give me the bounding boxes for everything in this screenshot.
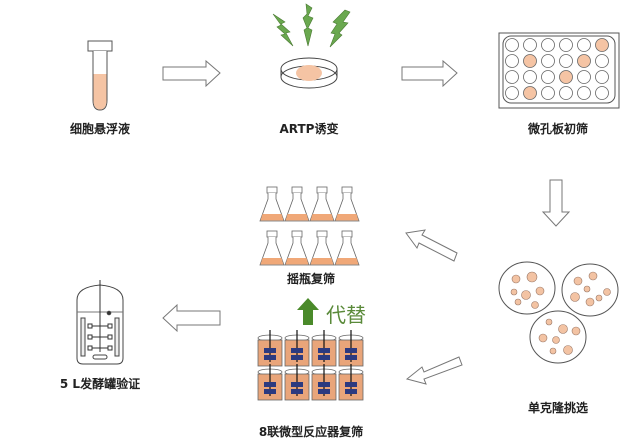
microplate-well [595,70,609,84]
flask-icon [284,186,310,222]
microplate-well [595,86,609,100]
microreactor-icon [338,364,364,401]
flask-icon [334,230,360,266]
flask-icon [309,186,335,222]
microplate-well [577,70,591,84]
microplate-well [559,86,573,100]
flask-icon [284,230,310,266]
microreactors-icon [257,330,364,401]
flask-icon [309,230,335,266]
microplate-icon [498,32,620,109]
microplate-well [577,38,591,52]
fermenter-icon [76,280,124,365]
microplate-well [541,70,555,84]
microplate-well-hit [523,54,537,68]
microreactor-icon [284,364,310,401]
microplate-well [505,70,519,84]
microreactor-icon [257,330,283,367]
label-microplate-screening: 微孔板初筛 [527,122,589,136]
microplate-well [577,86,591,100]
microplate-well [541,54,555,68]
microplate-well [505,38,519,52]
replace-arrow-icon [297,298,319,325]
microreactor-icon [284,330,310,367]
microplate-well [523,38,537,52]
arrow-left [162,303,221,333]
arrow-right-2 [401,59,458,88]
microplate-well-hit [595,38,609,52]
arrow-up-left [405,229,458,262]
label-fermenter-validation: 5 L发酵罐验证 [59,377,141,391]
arrow-down [541,179,571,227]
petri-dish-icon [280,57,338,89]
label-artp-mutation: ARTP诱变 [279,122,339,136]
label-microreactor-rescreening: 8联微型反应器复筛 [258,425,364,439]
microplate-well [541,38,555,52]
microreactor-icon [257,364,283,401]
microplate-well [559,54,573,68]
label-single-colony-selection: 单克隆挑选 [527,401,589,415]
microplate-well [595,54,609,68]
microreactor-icon [338,330,364,367]
microplate-well-hit [577,54,591,68]
microplate-well [559,38,573,52]
microreactor-icon [311,364,337,401]
microplate-well [523,70,537,84]
label-cell-suspension: 细胞悬浮液 [69,122,131,136]
microplate-well-hit [559,70,573,84]
lightning-bolts-icon [272,3,351,48]
microreactor-icon [311,330,337,367]
arrow-right-1 [162,59,221,88]
microplate-well [505,54,519,68]
microplate-well [505,86,519,100]
flask-icon [259,230,285,266]
microplate-well [541,86,555,100]
microplate-well-hit [523,86,537,100]
test-tube-icon [87,40,113,111]
colony-plates-icon [498,261,619,364]
shake-flasks-icon [259,186,360,266]
label-shake-flask-rescreening: 摇瓶复筛 [286,272,336,286]
arrow-down-left [405,356,463,385]
label-replace: 代替 [326,303,366,327]
flask-icon [334,186,360,222]
flask-icon [259,186,285,222]
